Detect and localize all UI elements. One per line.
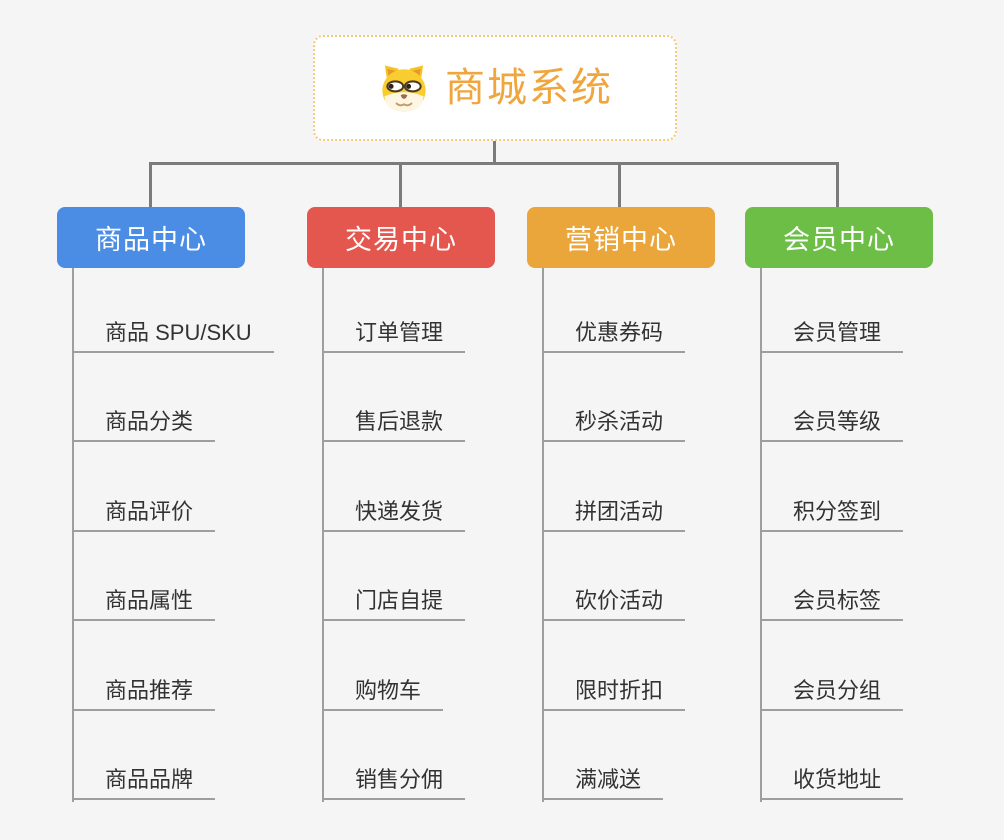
leaf-topic[interactable]: 拼团活动 (542, 442, 686, 532)
leaf-topic[interactable]: 门店自提 (322, 532, 466, 622)
leaf-topic[interactable]: 购物车 (322, 621, 444, 711)
leaf-topic[interactable]: 积分签到 (760, 442, 904, 532)
leaf-topic-label: 商品 SPU/SKU (105, 320, 252, 345)
leaf-topic-label: 商品品牌 (105, 766, 194, 792)
leaf-topic-label: 商品分类 (105, 409, 194, 435)
branch-column-1: 商品中心 商品 SPU/SKU 商品分类商品评价商品属性商品推荐商品品牌 (57, 207, 274, 802)
branch-vertical-line (72, 268, 74, 802)
branch-topic[interactable]: 会员中心 (745, 207, 933, 268)
connector-root-stem (493, 141, 496, 165)
branch-column-3: 营销中心 优惠券码秒杀活动拼团活动砍价活动限时折扣满减送 (527, 207, 715, 802)
leaf-topic[interactable]: 售后退款 (322, 353, 466, 443)
branch-topic-label: 交易中心 (345, 225, 457, 255)
leaf-topic-label: 门店自提 (355, 588, 444, 614)
branch-leaves: 优惠券码秒杀活动拼团活动砍价活动限时折扣满减送 (542, 268, 686, 800)
dog-face-icon (382, 65, 426, 112)
leaf-topic-label: 限时折扣 (575, 677, 664, 703)
leaf-topic[interactable]: 限时折扣 (542, 621, 686, 711)
leaf-topic-label: 收货地址 (793, 766, 882, 792)
leaf-topic-label: 优惠券码 (575, 320, 664, 345)
branch-leaves: 订单管理售后退款快递发货门店自提购物车销售分佣 (322, 268, 466, 800)
leaf-topic[interactable]: 优惠券码 (542, 268, 686, 353)
leaf-topic-label: 商品属性 (105, 588, 194, 614)
branch-topic[interactable]: 商品中心 (57, 207, 245, 268)
leaf-topic[interactable]: 商品评价 (72, 442, 216, 532)
leaf-topic-label: 秒杀活动 (575, 409, 664, 435)
leaf-topic-label: 会员标签 (793, 588, 882, 614)
leaf-topic-label: 订单管理 (355, 320, 444, 345)
leaf-topic-label: 会员管理 (793, 320, 882, 345)
root-topic[interactable]: 商城系统 (313, 35, 677, 141)
branch-leaves: 商品 SPU/SKU 商品分类商品评价商品属性商品推荐商品品牌 (72, 268, 274, 800)
leaf-topic[interactable]: 满减送 (542, 711, 664, 800)
connector-drop-branch-4 (836, 162, 839, 207)
leaf-topic[interactable]: 收货地址 (760, 711, 904, 800)
leaf-topic[interactable]: 会员标签 (760, 532, 904, 622)
branch-topic[interactable]: 营销中心 (527, 207, 715, 268)
leaf-topic[interactable]: 商品分类 (72, 353, 216, 443)
leaf-topic-label: 销售分佣 (355, 766, 444, 792)
leaf-topic-label: 会员分组 (793, 677, 882, 703)
leaf-topic[interactable]: 订单管理 (322, 268, 466, 353)
branch-vertical-line (322, 268, 324, 802)
connector-drop-branch-2 (399, 162, 402, 207)
leaf-topic[interactable]: 快递发货 (322, 442, 466, 532)
branch-vertical-line (760, 268, 762, 802)
leaf-topic[interactable]: 会员管理 (760, 268, 904, 353)
branch-leaves: 会员管理会员等级积分签到会员标签会员分组收货地址 (760, 268, 904, 800)
branch-topic-label: 会员中心 (783, 225, 895, 255)
leaf-topic-label: 购物车 (355, 677, 422, 703)
leaf-topic[interactable]: 商品品牌 (72, 711, 216, 800)
leaf-topic[interactable]: 商品推荐 (72, 621, 216, 711)
root-topic-label: 商城系统 (445, 66, 613, 110)
leaf-topic-label: 商品推荐 (105, 677, 194, 703)
leaf-topic[interactable]: 商品 SPU/SKU (72, 268, 274, 353)
branch-topic[interactable]: 交易中心 (307, 207, 495, 268)
leaf-topic-label: 商品评价 (105, 498, 194, 524)
leaf-topic[interactable]: 销售分佣 (322, 711, 466, 800)
branch-column-4: 会员中心 会员管理会员等级积分签到会员标签会员分组收货地址 (745, 207, 933, 802)
connector-drop-branch-1 (149, 162, 152, 207)
leaf-topic-label: 满减送 (575, 766, 642, 792)
leaf-topic-label: 会员等级 (793, 409, 882, 435)
branch-column-2: 交易中心 订单管理售后退款快递发货门店自提购物车销售分佣 (307, 207, 495, 802)
leaf-topic-label: 砍价活动 (575, 588, 664, 614)
leaf-topic-label: 积分签到 (793, 498, 882, 524)
leaf-topic[interactable]: 秒杀活动 (542, 353, 686, 443)
leaf-topic-label: 快递发货 (355, 498, 444, 524)
leaf-topic[interactable]: 会员等级 (760, 353, 904, 443)
leaf-topic[interactable]: 会员分组 (760, 621, 904, 711)
connector-horizontal-bus (149, 162, 839, 165)
branch-topic-label: 营销中心 (565, 225, 677, 255)
leaf-topic-label: 拼团活动 (575, 498, 664, 524)
branch-topic-label: 商品中心 (95, 225, 207, 255)
connector-drop-branch-3 (618, 162, 621, 207)
leaf-topic-label: 售后退款 (355, 409, 444, 435)
leaf-topic[interactable]: 砍价活动 (542, 532, 686, 622)
branch-vertical-line (542, 268, 544, 802)
leaf-topic[interactable]: 商品属性 (72, 532, 216, 622)
